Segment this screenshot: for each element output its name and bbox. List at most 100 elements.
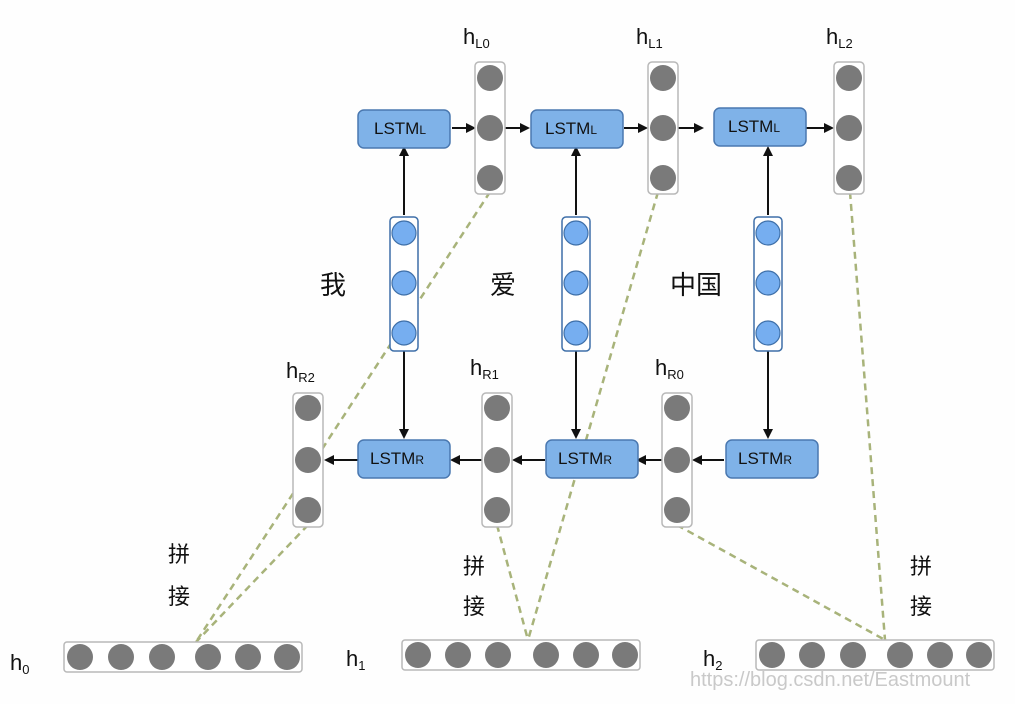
lstm-right-2-label: LSTM	[370, 449, 415, 468]
hidden-dot	[477, 115, 503, 141]
vertical-arrows	[399, 146, 773, 439]
output-dot	[887, 642, 913, 668]
word-1: 爱	[490, 271, 516, 301]
hidden-dot	[664, 395, 690, 421]
lstm-left-0-sub: L	[419, 123, 426, 137]
hidden-dot	[664, 497, 690, 523]
concat-label-1-a: 拼	[463, 555, 485, 580]
lstm-left-1-sub: L	[590, 123, 597, 137]
hidden-left-1	[647, 61, 679, 195]
lstm-left-1-label: LSTM	[545, 119, 590, 138]
embedding-dot	[755, 270, 781, 296]
label-h2: h2	[703, 646, 722, 673]
word-0: 我	[320, 271, 346, 301]
lstm-left-2-sub: L	[773, 121, 780, 135]
lstm-left-0-label: LSTM	[374, 119, 419, 138]
output-dot	[927, 642, 953, 668]
output-dot	[149, 644, 175, 670]
output-dot	[840, 642, 866, 668]
label-hl0: hL0	[463, 24, 490, 51]
label-h0: h0	[10, 650, 29, 677]
output-dot	[445, 642, 471, 668]
output-dot	[573, 642, 599, 668]
lstm-left-2: LSTML	[713, 107, 807, 147]
hidden-dot	[295, 395, 321, 421]
concat-label-2-a: 拼	[910, 555, 932, 580]
label-hr2: hR2	[286, 358, 315, 385]
hidden-left-2	[833, 61, 865, 195]
hidden-dot	[295, 447, 321, 473]
hidden-right-2	[292, 392, 324, 528]
embedding-dot	[755, 220, 781, 246]
svg-text:LSTML: LSTML	[728, 117, 780, 136]
output-dot	[274, 644, 300, 670]
output-dot	[759, 642, 785, 668]
concat-label-0-b: 接	[168, 585, 190, 610]
hidden-dot	[650, 165, 676, 191]
output-dot	[533, 642, 559, 668]
embedding-dot	[563, 220, 589, 246]
hidden-dot	[477, 165, 503, 191]
output-dot	[485, 642, 511, 668]
hidden-dot	[484, 447, 510, 473]
output-dot	[799, 642, 825, 668]
label-hl1: hL1	[636, 24, 663, 51]
concat-label-1-b: 接	[463, 595, 485, 620]
output-1	[401, 639, 641, 671]
concat-line-hl2-h2	[848, 191, 887, 641]
hidden-dot	[650, 65, 676, 91]
svg-text:LSTMR: LSTMR	[370, 449, 424, 468]
concat-line-hr2-h0	[195, 524, 309, 643]
label-hr1: hR1	[470, 355, 499, 382]
hidden-dot	[836, 165, 862, 191]
hidden-dot	[484, 395, 510, 421]
concat-line-hl0-h0	[194, 191, 492, 643]
embedding-dot	[391, 220, 417, 246]
lstm-right-1: LSTMR	[545, 439, 639, 479]
concat-label-0-a: 拼	[168, 543, 190, 568]
svg-text:LSTML: LSTML	[374, 119, 426, 138]
embedding-dot	[563, 320, 589, 346]
embedding-dot	[391, 320, 417, 346]
hidden-right-1	[481, 392, 513, 528]
hidden-left-0	[474, 61, 506, 195]
embedding-2	[753, 216, 783, 352]
embedding-dot	[391, 270, 417, 296]
embedding-dot	[755, 320, 781, 346]
embedding-1	[561, 216, 591, 352]
lstm-right-0-label: LSTM	[738, 449, 783, 468]
hidden-dot	[836, 115, 862, 141]
svg-text:LSTMR: LSTMR	[558, 449, 612, 468]
hidden-right-0	[661, 392, 693, 528]
label-h1: h1	[346, 646, 365, 673]
embedding-0	[389, 216, 419, 352]
output-dot	[235, 644, 261, 670]
lstm-right-0-sub: R	[783, 453, 792, 467]
output-dot	[966, 642, 992, 668]
output-dot	[612, 642, 638, 668]
svg-text:LSTML: LSTML	[545, 119, 597, 138]
output-2	[755, 639, 995, 671]
lstm-left-2-label: LSTM	[728, 117, 773, 136]
output-dot	[195, 644, 221, 670]
svg-text:LSTMR: LSTMR	[738, 449, 792, 468]
hidden-dot	[484, 497, 510, 523]
lstm-right-0: LSTMR	[725, 439, 819, 479]
concat-lines	[194, 191, 887, 643]
hidden-dot	[836, 65, 862, 91]
lstm-right-2-sub: R	[415, 453, 424, 467]
concat-line-hr0-h2	[676, 523, 886, 642]
label-hl2: hL2	[826, 24, 853, 51]
concat-line-hr1-h1	[495, 524, 530, 641]
output-0	[63, 641, 303, 673]
lstm-left-1: LSTML	[530, 109, 624, 149]
word-2: 中国	[670, 271, 722, 301]
lstm-right-1-sub: R	[603, 453, 612, 467]
output-dot	[405, 642, 431, 668]
hidden-dot	[295, 497, 321, 523]
concat-label-2-b: 接	[910, 595, 932, 620]
lstm-right-2: LSTMR	[357, 439, 451, 479]
hidden-dot	[477, 65, 503, 91]
